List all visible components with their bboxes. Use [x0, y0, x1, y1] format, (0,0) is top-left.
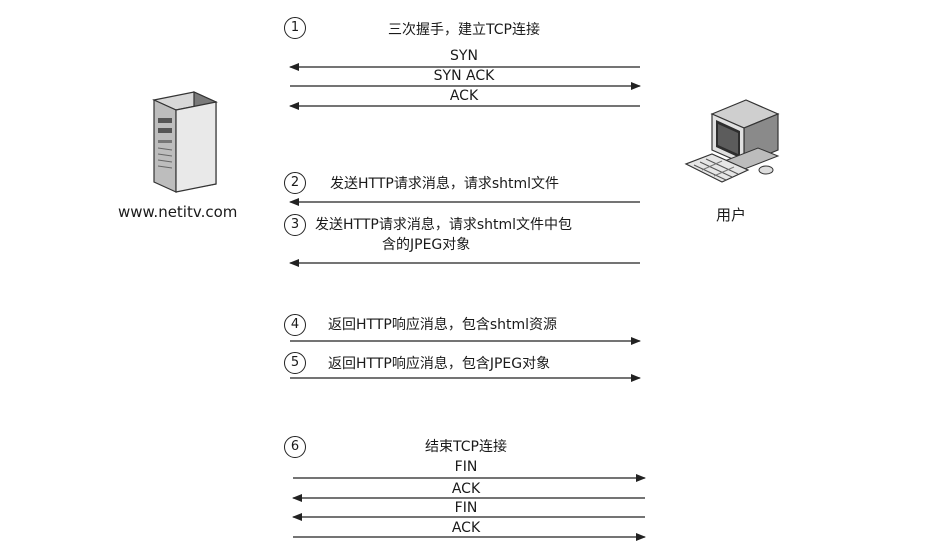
server-label: www.netitv.com [118, 203, 238, 221]
step-5-title: 返回HTTP响应消息，包含JPEG对象 [328, 356, 551, 372]
step-6-title: 结束TCP连接 [425, 439, 507, 455]
step-5-badge: 5 [284, 352, 306, 374]
step-3-title-line2: 含的JPEG对象 [382, 237, 471, 253]
step-4-badge: 4 [284, 314, 306, 336]
msg-fin-1-label: FIN [454, 459, 478, 475]
step-2-title: 发送HTTP请求消息，请求shtml文件 [330, 176, 560, 192]
step-3-badge: 3 [284, 214, 306, 236]
msg-ack-label: ACK [449, 88, 479, 104]
step-6-badge: 6 [284, 436, 306, 458]
desktop-computer-icon [684, 99, 780, 183]
msg-syn-label: SYN [450, 48, 478, 64]
step-1-title: 三次握手，建立TCP连接 [388, 22, 540, 38]
step-2-badge: 2 [284, 172, 306, 194]
client-label: 用户 [716, 206, 747, 224]
msg-syn-ack-label: SYN ACK [433, 68, 495, 84]
msg-fin-2-label: FIN [454, 500, 478, 516]
msg-ack-2-label: ACK [451, 481, 481, 497]
step-1-badge: 1 [284, 17, 306, 39]
step-3-title-line1: 发送HTTP请求消息，请求shtml文件中包 [315, 217, 573, 233]
step-4-title: 返回HTTP响应消息，包含shtml资源 [328, 317, 558, 333]
server-tower-icon [152, 91, 218, 193]
msg-ack-3-label: ACK [451, 520, 481, 536]
